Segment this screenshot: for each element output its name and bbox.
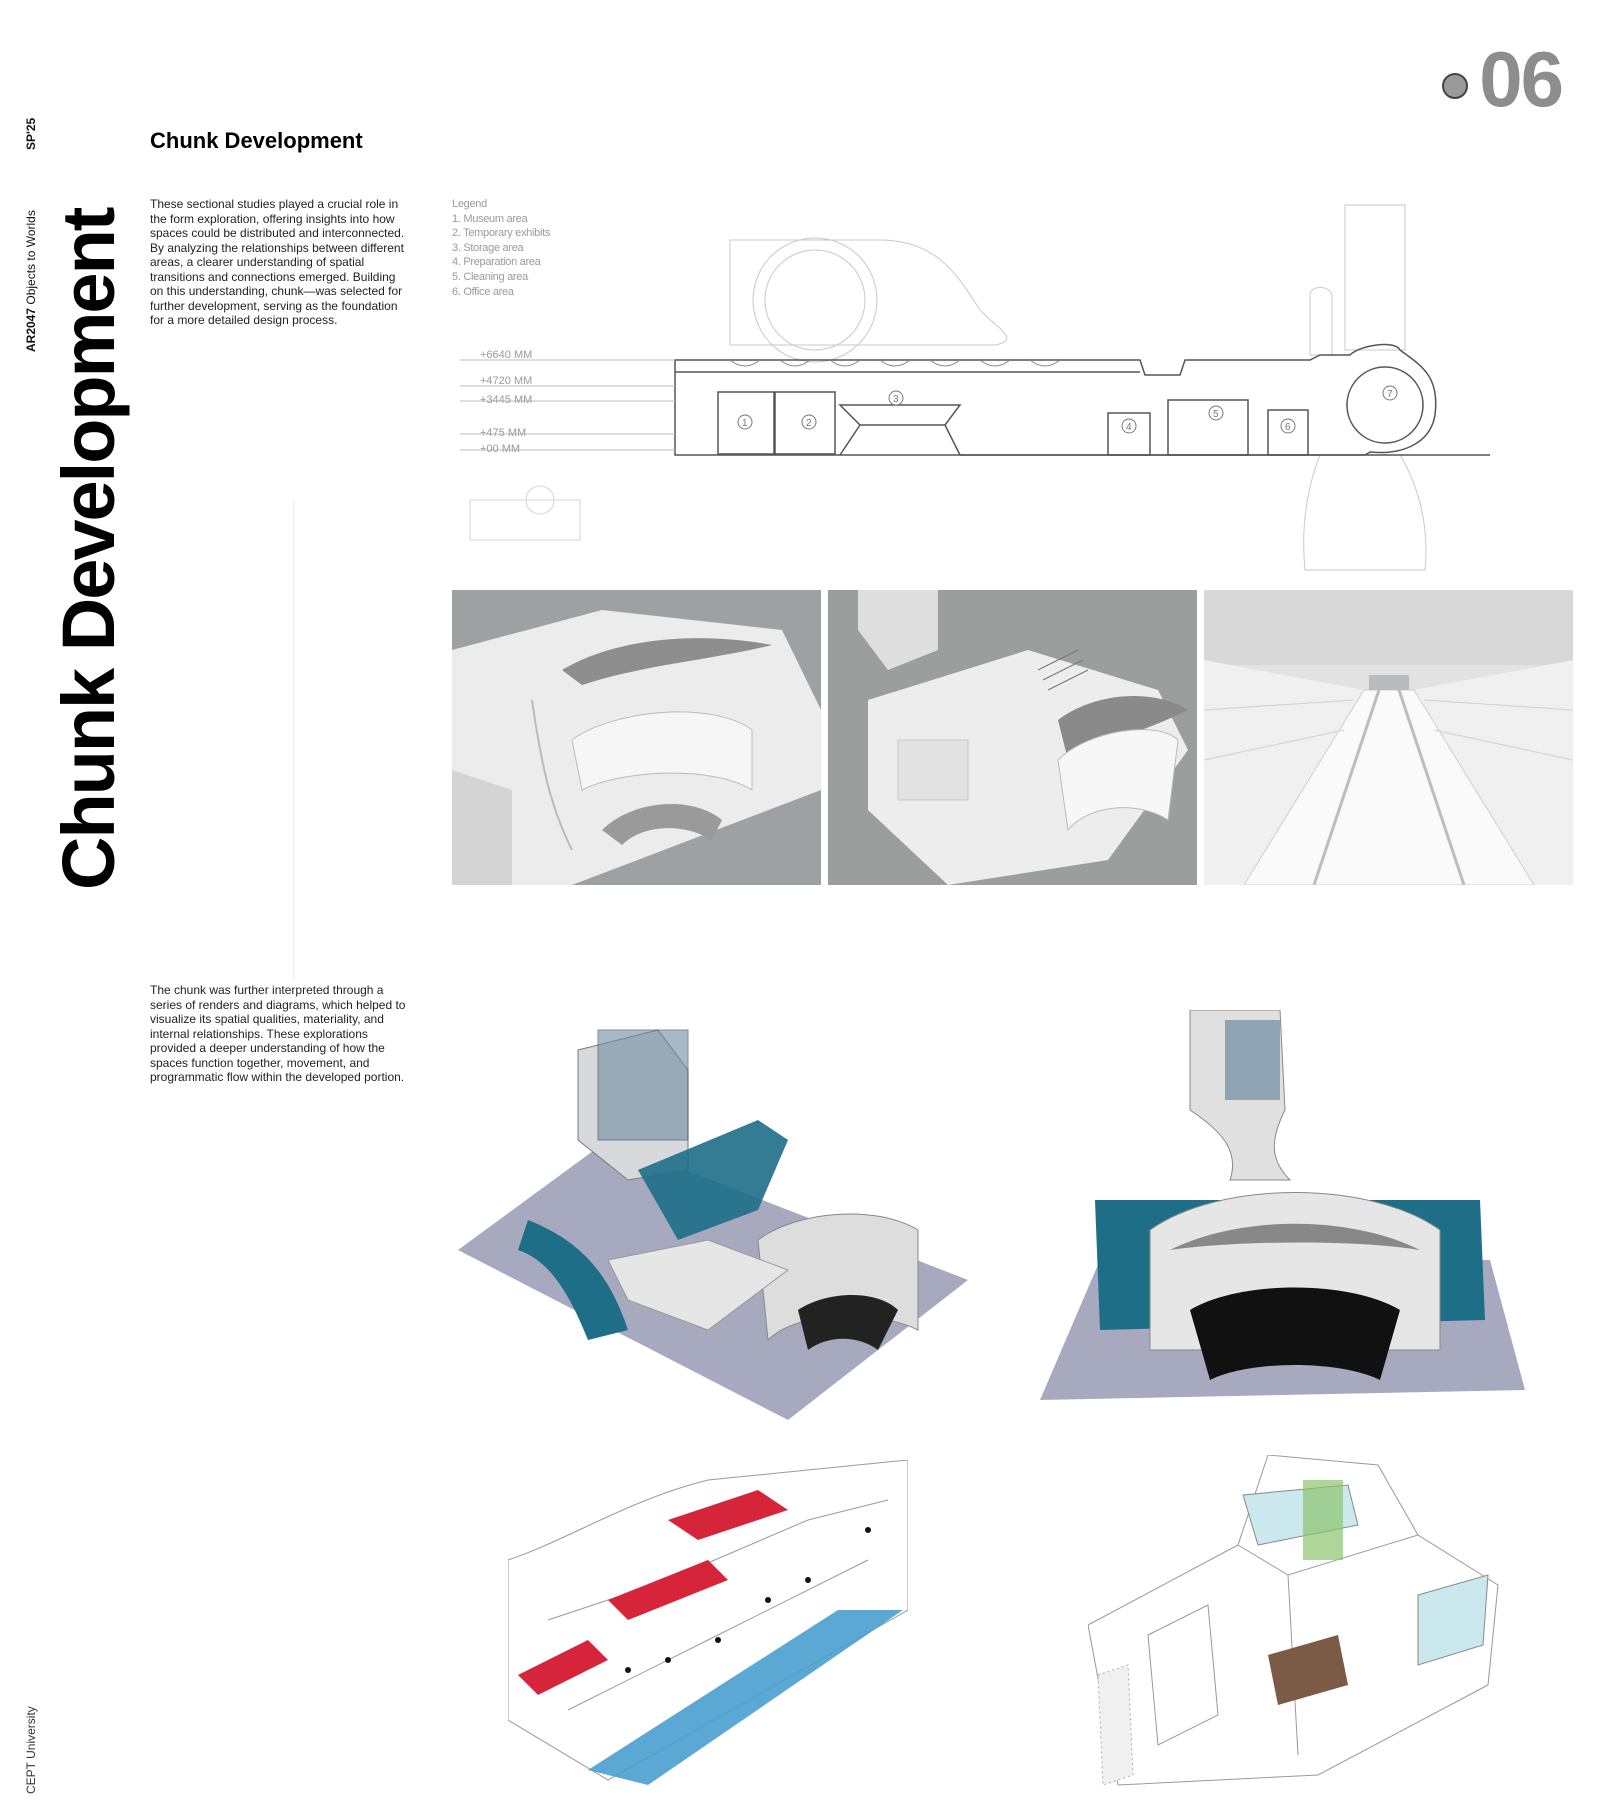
room-number: 6	[1285, 422, 1291, 433]
legend-item: 2. Temporary exhibits	[452, 227, 551, 240]
section-drawing: +6640 MM +4720 MM +3445 MM +475 MM +00 M…	[460, 204, 1490, 571]
legend-title: Legend	[452, 198, 487, 210]
circulation-diagram	[508, 1460, 908, 1785]
render-image	[452, 590, 821, 885]
level-label: +475 MM	[480, 427, 526, 439]
page-number-dot-icon	[1442, 73, 1468, 99]
room-number: 1	[742, 418, 748, 429]
render-paragraph: The chunk was further interpreted throug…	[150, 983, 406, 1084]
level-label: +6640 MM	[480, 349, 532, 361]
vertical-page-title: Chunk Development	[47, 208, 130, 890]
structure-diagram	[1088, 1455, 1499, 1786]
intro-paragraph: These sectional studies played a crucial…	[150, 197, 405, 327]
legend-item: 5. Cleaning area	[452, 270, 528, 283]
legend-item: 3. Storage area	[452, 241, 524, 254]
room-number: 7	[1387, 389, 1393, 400]
axonometric-render	[1040, 1010, 1525, 1400]
divider-line	[293, 500, 294, 980]
render-image	[828, 590, 1197, 885]
room-number: 5	[1213, 409, 1219, 420]
semester-label: SP'25	[24, 117, 38, 150]
legend-item: 4. Preparation area	[452, 256, 541, 269]
room-number: 4	[1126, 422, 1132, 433]
legend-item: 1. Museum area	[452, 212, 528, 225]
level-label: +4720 MM	[480, 375, 532, 387]
course-name: Objects to Worlds	[24, 210, 38, 305]
page-number: 06	[1479, 35, 1564, 123]
axonometric-render	[458, 1029, 968, 1420]
course-label: AR2047 Objects to Worlds	[24, 210, 38, 352]
legend-item: 6. Office area	[452, 285, 514, 298]
university-label: CEPT University	[24, 1706, 38, 1794]
course-code: AR2047	[24, 307, 38, 352]
level-label: +00 MM	[480, 443, 520, 455]
level-label: +3445 MM	[480, 394, 532, 406]
page-heading: Chunk Development	[150, 128, 363, 153]
room-number: 3	[893, 394, 899, 405]
render-image	[1204, 590, 1573, 885]
room-number: 2	[806, 418, 812, 429]
legend: Legend 1. Museum area 2. Temporary exhib…	[452, 197, 550, 299]
